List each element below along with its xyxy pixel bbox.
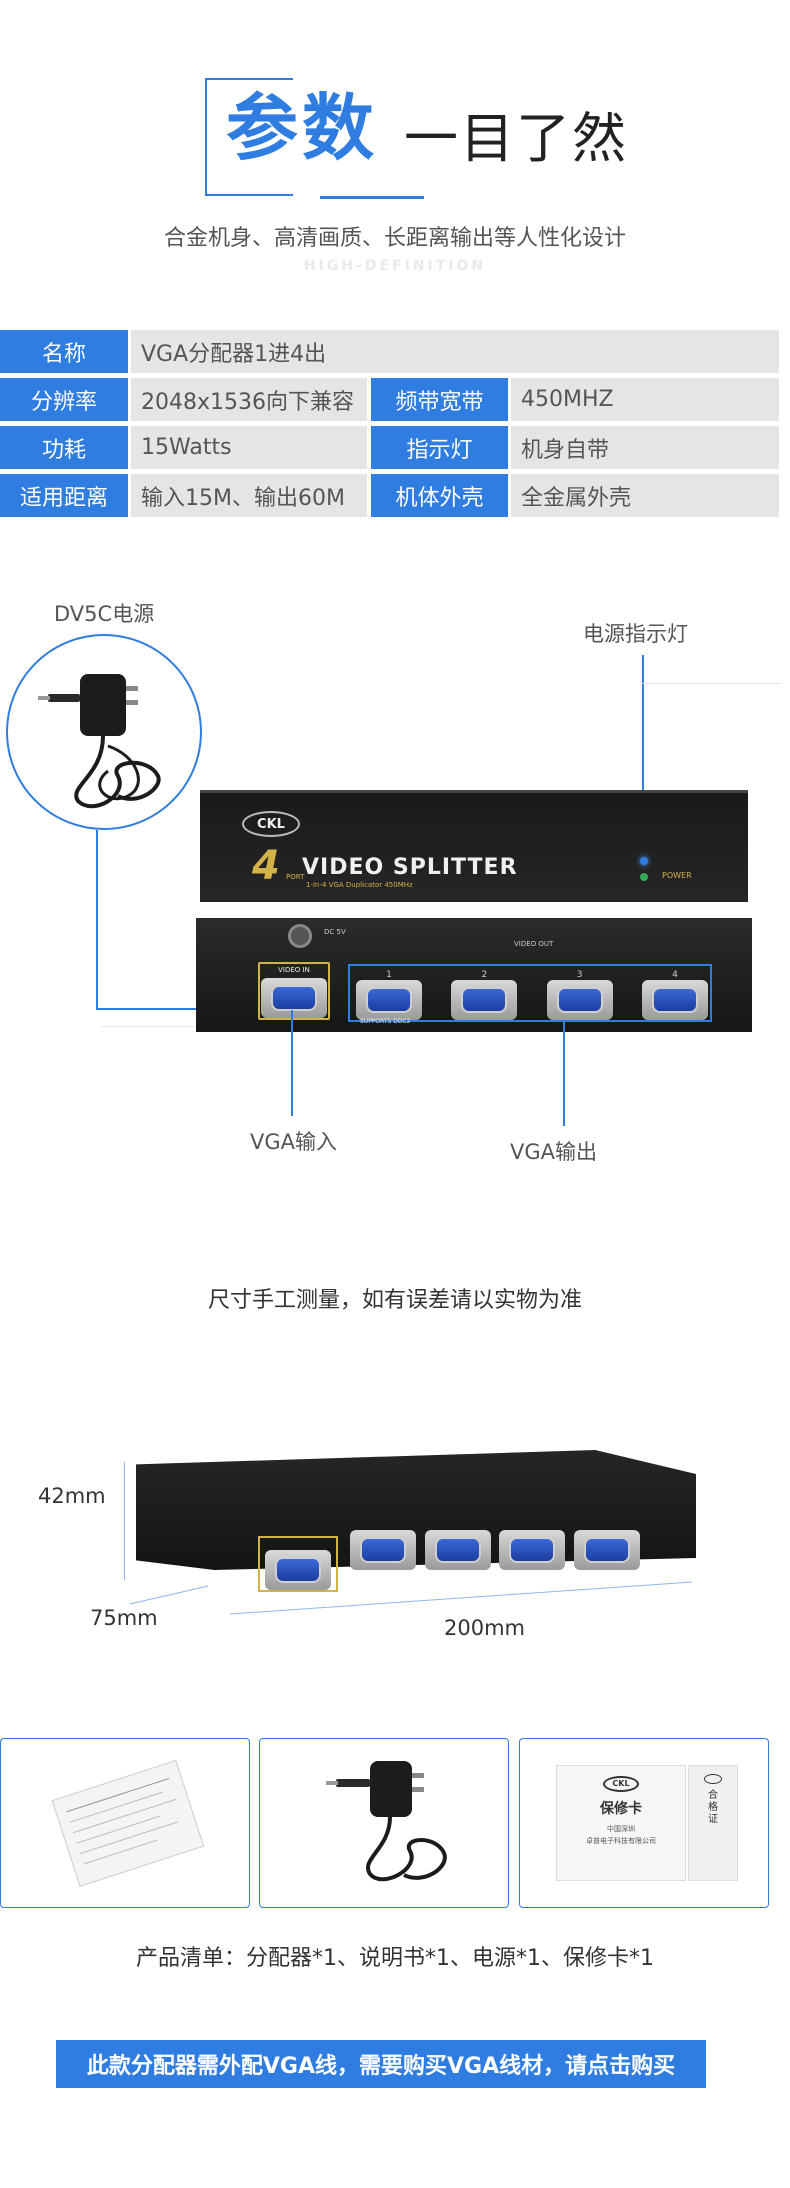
measure-vga-in-icon bbox=[265, 1550, 331, 1590]
spec-value-distance: 输入15M、输出60M bbox=[131, 474, 367, 517]
port-number: 4 bbox=[672, 970, 678, 980]
warranty-card: CKL 保修卡 中国深圳 卓普电子科技有限公司 bbox=[556, 1765, 686, 1881]
dimension-lines bbox=[129, 1581, 693, 1615]
header-caption: 合金机身、高清画质、长距离输出等人性化设计 bbox=[163, 226, 626, 251]
vga-out-highlight bbox=[348, 964, 712, 1022]
measure-vga-out-icon bbox=[573, 1530, 640, 1570]
warranty-logo: CKL bbox=[603, 1776, 639, 1792]
package-warranty-card: CKL 保修卡 中国深圳 卓普电子科技有限公司 合格证 bbox=[519, 1738, 769, 1908]
vga-out-label: VGA输出 bbox=[510, 1140, 598, 1164]
measure-note: 尺寸手工测量，如有误差请以实物为准 bbox=[207, 1288, 582, 1313]
package-adapter-card bbox=[259, 1738, 509, 1908]
power-adapter-label: DV5C电源 bbox=[54, 602, 155, 626]
splitter-rear-panel: DC 5V VIDEO IN VIDEO OUT 1 2 3 4 SUPPORT… bbox=[196, 918, 752, 1032]
vga-out-connector-icon bbox=[356, 980, 422, 1020]
certificate-card: 合格证 bbox=[688, 1765, 738, 1881]
vga-in-line bbox=[291, 1010, 293, 1116]
vga-out-port: 1 bbox=[356, 970, 422, 1020]
width-label: 200mm bbox=[444, 1616, 525, 1640]
led-line-vertical bbox=[642, 655, 644, 855]
supports-text: SUPPORTS DDC2 bbox=[360, 1018, 411, 1025]
spec-value-indicator: 机身自带 bbox=[511, 426, 779, 469]
adapter-icon bbox=[326, 1761, 447, 1882]
green-guide-line bbox=[100, 1026, 220, 1027]
spec-label-distance: 适用距离 bbox=[0, 474, 128, 517]
spec-value-name: VGA分配器1进4出 bbox=[131, 330, 779, 373]
port-word: PORT bbox=[286, 873, 305, 881]
supports-word: SUPPORTS bbox=[360, 1018, 392, 1025]
page-title: 参数 bbox=[226, 86, 379, 170]
spec-label-bandwidth: 频带宽带 bbox=[371, 378, 508, 421]
power-led-label: 电源指示灯 bbox=[583, 622, 688, 646]
spec-label-power: 功耗 bbox=[0, 426, 128, 469]
vga-out-connector-icon bbox=[641, 980, 708, 1020]
vga-out-connector-icon bbox=[546, 980, 613, 1020]
brand-text: CKL bbox=[257, 816, 285, 832]
spec-value-resolution: 2048x1536向下兼容 bbox=[131, 378, 367, 421]
power-adapter-icon bbox=[38, 674, 161, 809]
vga-out-ports: 1 2 3 4 bbox=[356, 970, 708, 1020]
package-manual-card bbox=[0, 1738, 250, 1908]
dc-jack-icon bbox=[288, 924, 312, 948]
power-led-green-icon bbox=[640, 873, 648, 881]
port-number: 1 bbox=[386, 970, 392, 980]
power-led-icon bbox=[640, 857, 648, 865]
port-number: 2 bbox=[481, 970, 488, 980]
adapter-line-horizontal bbox=[96, 1008, 224, 1010]
warranty-logo-text: CKL bbox=[612, 1779, 630, 1788]
measure-vga-out-ports bbox=[350, 1530, 640, 1570]
title-frame bbox=[205, 78, 293, 196]
vga-in-connector-icon bbox=[261, 978, 327, 1018]
product-name: VIDEO SPLITTER bbox=[302, 855, 518, 880]
spec-label-resolution: 分辨率 bbox=[0, 378, 128, 421]
page-subtitle: 一目了然 bbox=[404, 107, 628, 170]
dc-text: DC 5V bbox=[324, 928, 346, 936]
ddc-word: DDC2 bbox=[393, 1018, 411, 1025]
spec-label-shell: 机体外壳 bbox=[371, 474, 508, 517]
vga-out-port: 2 bbox=[451, 970, 518, 1020]
vga-out-port: 3 bbox=[546, 970, 613, 1020]
header-ghost-text: HIGH-DEFINITION bbox=[303, 258, 487, 274]
warranty-line1: 中国深圳 bbox=[607, 1825, 635, 1833]
vga-in-label: VGA输入 bbox=[250, 1130, 338, 1154]
vga-out-connector-icon bbox=[451, 980, 518, 1020]
spec-value-power: 15Watts bbox=[131, 426, 367, 469]
height-label: 42mm bbox=[38, 1484, 106, 1508]
certificate-logo-icon bbox=[704, 1774, 722, 1784]
product-tagline: 1-In-4 VGA Duplicator 450MHz bbox=[306, 881, 413, 889]
spec-label-indicator: 指示灯 bbox=[371, 426, 508, 469]
measure-video-in-port bbox=[258, 1536, 338, 1592]
measure-vga-out-icon bbox=[424, 1530, 491, 1570]
splitter-front-panel: CKL 4 PORT VIDEO SPLITTER 1-In-4 VGA Dup… bbox=[200, 790, 748, 902]
spec-value-bandwidth: 450MHZ bbox=[511, 378, 779, 421]
spec-value-shell: 全金属外壳 bbox=[511, 474, 779, 517]
video-out-text: VIDEO OUT bbox=[514, 940, 554, 948]
certificate-title: 合格证 bbox=[708, 1790, 718, 1825]
port-number: 3 bbox=[576, 970, 583, 980]
video-in-text: VIDEO IN bbox=[264, 966, 324, 974]
brand-logo: CKL bbox=[242, 811, 300, 837]
spec-label-name: 名称 bbox=[0, 330, 128, 373]
adapter-line-vertical bbox=[96, 830, 98, 1010]
height-dimension-line bbox=[124, 1462, 125, 1580]
video-in-port: VIDEO IN bbox=[258, 962, 330, 1020]
depth-label: 75mm bbox=[90, 1606, 158, 1630]
title-underline bbox=[320, 196, 424, 199]
measure-vga-out-icon bbox=[499, 1530, 566, 1570]
vga-out-port: 4 bbox=[641, 970, 708, 1020]
measure-vga-out-icon bbox=[350, 1530, 416, 1570]
buy-vga-cable-banner[interactable]: 此款分配器需外配VGA线，需要购买VGA线材，请点击购买 bbox=[56, 2040, 706, 2088]
power-adapter-circle bbox=[6, 634, 202, 830]
port-count: 4 bbox=[252, 843, 280, 889]
package-list: 产品清单：分配器*1、说明书*1、电源*1、保修卡*1 bbox=[136, 1946, 654, 1971]
power-led-text: POWER bbox=[662, 871, 692, 880]
warranty-line2: 卓普电子科技有限公司 bbox=[586, 1837, 656, 1845]
led-line-thin bbox=[642, 683, 780, 684]
vga-out-line bbox=[563, 1022, 565, 1126]
manual-icon bbox=[51, 1759, 205, 1887]
warranty-title: 保修卡 bbox=[600, 1801, 642, 1817]
